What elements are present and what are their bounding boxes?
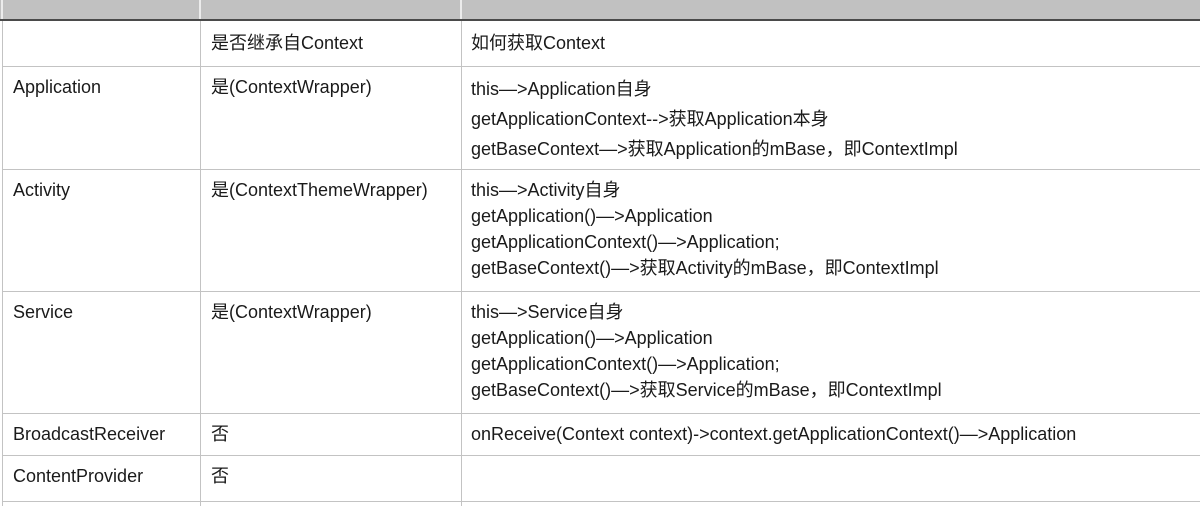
context-method-line: onReceive(Context context)->context.getA… [471, 423, 1077, 444]
cell-inherits[interactable]: 是(ContextThemeWrapper) [200, 168, 462, 292]
cell-component[interactable]: BroadcastReceiver [2, 412, 201, 456]
context-method-line: getApplication()—>Application [471, 327, 713, 348]
column-separator [199, 0, 201, 19]
table-row-broadcastreceiver: BroadcastReceiver 否 onReceive(Context co… [2, 412, 1200, 456]
cell-how-to-get[interactable]: this—>Application自身 getApplicationContex… [461, 65, 1200, 170]
cell-how-to-get[interactable]: onReceive(Context context)->context.getA… [461, 412, 1200, 456]
cell-inherits[interactable]: 否 [200, 454, 462, 502]
context-method-line: this—>Application自身 [471, 78, 652, 99]
table-row-service: Service 是(ContextWrapper) this—>Service自… [2, 290, 1200, 414]
header-cell-how-to-get[interactable]: 如何获取Context [461, 21, 1200, 67]
column-separator [1, 0, 3, 19]
context-method-line: getApplicationContext-->获取Application本身 [471, 108, 829, 129]
table-row-contentprovider: ContentProvider 否 [2, 454, 1200, 502]
cell-empty[interactable] [461, 500, 1200, 506]
table-header-row: 是否继承自Context 如何获取Context [2, 21, 1200, 67]
context-method-line: getBaseContext()—>获取Activity的mBase，即Cont… [471, 257, 939, 278]
table-row-activity: Activity 是(ContextThemeWrapper) this—>Ac… [2, 168, 1200, 292]
cell-component[interactable]: ContentProvider [2, 454, 201, 502]
cell-component[interactable]: Activity [2, 168, 201, 292]
header-cell-empty[interactable] [2, 21, 201, 67]
cell-component[interactable]: Application [2, 65, 201, 170]
context-method-line: getApplicationContext()—>Application; [471, 353, 780, 374]
cell-empty[interactable] [200, 500, 462, 506]
context-method-line: getApplication()—>Application [471, 205, 713, 226]
context-method-line: getApplicationContext()—>Application; [471, 231, 780, 252]
context-method-line: getBaseContext—>获取Application的mBase，即Con… [471, 138, 958, 159]
cell-how-to-get[interactable] [461, 454, 1200, 502]
context-method-line: getBaseContext()—>获取Service的mBase，即Conte… [471, 379, 942, 400]
cell-inherits[interactable]: 否 [200, 412, 462, 456]
cell-empty[interactable] [2, 500, 201, 506]
header-cell-inherits[interactable]: 是否继承自Context [200, 21, 462, 67]
context-method-line: this—>Activity自身 [471, 179, 621, 200]
cell-how-to-get[interactable]: this—>Service自身 getApplication()—>Applic… [461, 290, 1200, 414]
cell-inherits[interactable]: 是(ContextWrapper) [200, 290, 462, 414]
table-row-application: Application 是(ContextWrapper) this—>Appl… [2, 65, 1200, 170]
cell-how-to-get[interactable]: this—>Activity自身 getApplication()—>Appli… [461, 168, 1200, 292]
cell-component[interactable]: Service [2, 290, 201, 414]
column-separator [460, 0, 462, 19]
table-row-partial [2, 500, 1200, 506]
column-header-strip [0, 0, 1200, 21]
context-method-line: this—>Service自身 [471, 301, 624, 322]
cell-inherits[interactable]: 是(ContextWrapper) [200, 65, 462, 170]
context-table: 是否继承自Context 如何获取Context Application 是(C… [2, 21, 1200, 506]
